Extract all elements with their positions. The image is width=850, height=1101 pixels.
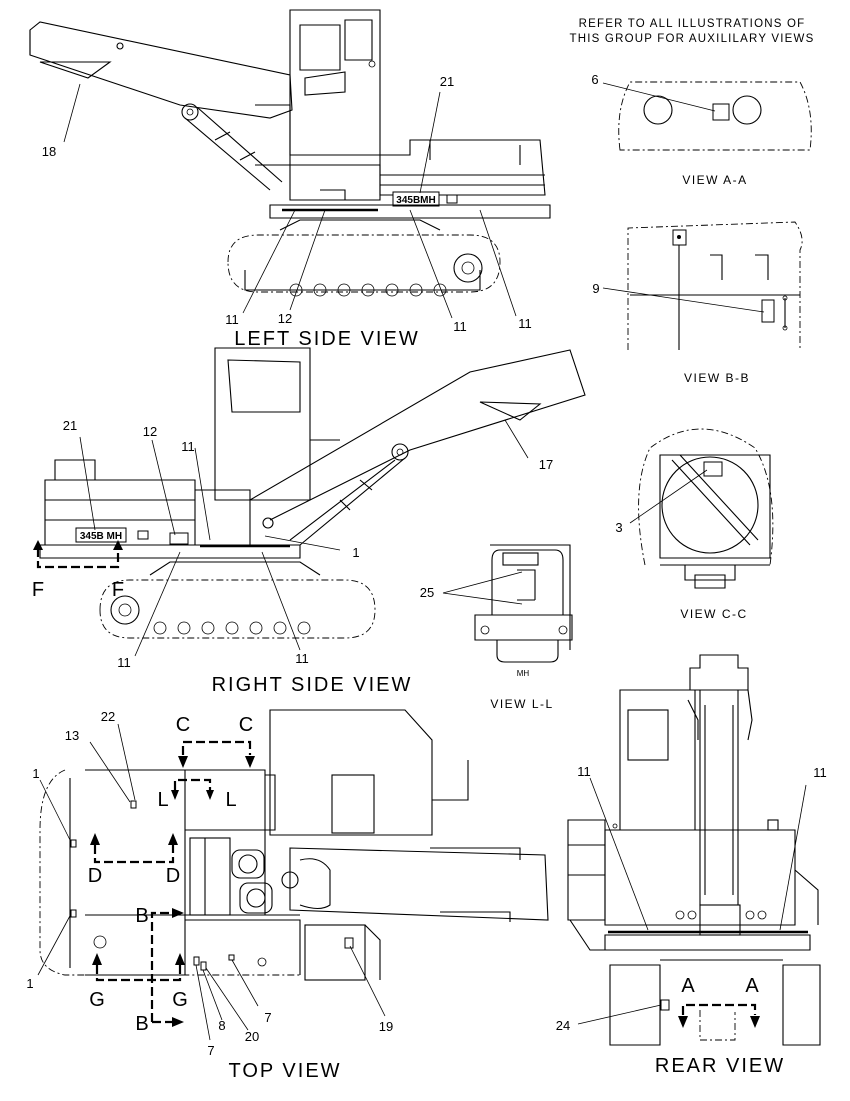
callout-3: 3 xyxy=(615,520,622,535)
section-c-right: C xyxy=(239,714,253,736)
callout-21-right: 21 xyxy=(63,418,77,433)
callout-11-rear-a: 11 xyxy=(577,764,591,779)
view-l-l-badge: MH xyxy=(517,669,530,678)
view-a-a-title: VIEW A-A xyxy=(682,173,747,187)
right-side-view: 345B MH F F 21 12 11 17 1 11 1 xyxy=(32,347,586,696)
callout-1-top-a: 1 xyxy=(32,766,39,781)
callout-13: 13 xyxy=(65,728,79,743)
section-l-right: L xyxy=(225,789,236,811)
callout-1-right: 1 xyxy=(352,545,359,560)
callout-11-left-b: 11 xyxy=(453,319,467,334)
section-a-left: A xyxy=(681,975,695,997)
model-badge-left: 345BMH xyxy=(396,195,435,206)
view-l-l: MH 25 VIEW L-L xyxy=(420,544,573,711)
section-d-right: D xyxy=(166,865,180,887)
section-c-left: C xyxy=(176,714,190,736)
callout-22: 22 xyxy=(101,709,115,724)
callout-25: 25 xyxy=(420,585,434,600)
left-side-view: 345BMH 18 21 11 12 11 11 LEFT SIDE VIEW xyxy=(29,9,551,350)
callout-11-right-c: 11 xyxy=(295,651,309,666)
reference-note-line-1: REFER TO ALL ILLUSTRATIONS OF xyxy=(579,18,806,30)
callout-6: 6 xyxy=(591,72,598,87)
rear-view-title: REAR VIEW xyxy=(655,1055,785,1077)
section-b-bottom: B xyxy=(135,1013,148,1035)
section-g-right: G xyxy=(172,989,188,1011)
callout-17: 17 xyxy=(539,457,553,472)
callout-24: 24 xyxy=(556,1018,570,1033)
callout-12-right: 12 xyxy=(143,424,157,439)
callout-8: 8 xyxy=(218,1018,225,1033)
view-l-l-title: VIEW L-L xyxy=(490,697,553,711)
right-side-view-title: RIGHT SIDE VIEW xyxy=(212,674,413,696)
callout-1-top-b: 1 xyxy=(26,976,33,991)
callout-12-left: 12 xyxy=(278,311,292,326)
reference-note-line-2: THIS GROUP FOR AUXILILARY VIEWS xyxy=(570,33,815,45)
top-view-title: TOP VIEW xyxy=(228,1060,341,1082)
view-b-b: 9 VIEW B-B xyxy=(592,221,803,385)
callout-20: 20 xyxy=(245,1029,259,1044)
reference-note: REFER TO ALL ILLUSTRATIONS OF THIS GROUP… xyxy=(570,18,815,45)
callout-11-left-a: 11 xyxy=(225,312,239,327)
callout-11-right-a: 11 xyxy=(181,439,195,454)
model-badge-right: 345B MH xyxy=(80,531,122,542)
rear-view: A A 11 11 24 REAR VIEW xyxy=(556,654,827,1077)
section-b-top: B xyxy=(135,905,148,927)
callout-19: 19 xyxy=(379,1019,393,1034)
callout-9: 9 xyxy=(592,281,599,296)
top-view: D D C C L L B B G G 22 xyxy=(26,709,549,1082)
callout-18-left: 18 xyxy=(42,144,56,159)
section-a-right: A xyxy=(745,975,759,997)
callout-7-top-b: 7 xyxy=(264,1010,271,1025)
callout-11-right-b: 11 xyxy=(117,655,131,670)
left-side-view-title: LEFT SIDE VIEW xyxy=(234,328,419,350)
section-f-left: F xyxy=(32,579,44,601)
callout-21-left: 21 xyxy=(440,74,454,89)
section-g-left: G xyxy=(89,989,105,1011)
callout-11-rear-b: 11 xyxy=(813,765,827,780)
view-c-c-title: VIEW C-C xyxy=(680,607,747,621)
view-b-b-title: VIEW B-B xyxy=(684,371,750,385)
view-a-a: 6 VIEW A-A xyxy=(591,72,812,187)
callout-7-top-a: 7 xyxy=(207,1043,214,1058)
callout-11-left-c: 11 xyxy=(518,316,532,331)
section-d-left: D xyxy=(88,865,102,887)
view-c-c: 3 VIEW C-C xyxy=(615,428,774,621)
section-f-right: F xyxy=(112,579,124,601)
section-l-left: L xyxy=(157,789,168,811)
